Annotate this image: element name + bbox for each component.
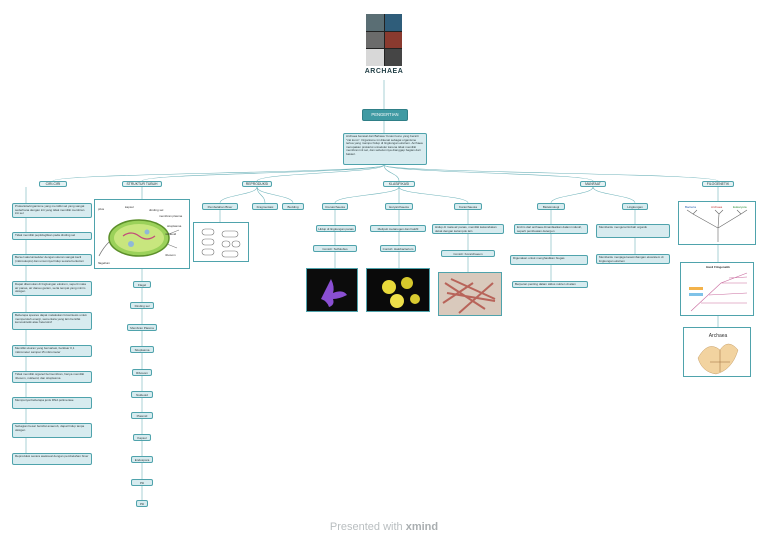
archaea-collage-image <box>366 14 402 66</box>
connector-line <box>383 164 594 182</box>
fission-illustration <box>201 228 241 258</box>
korarchaeum-illustration <box>442 278 496 314</box>
manfaat-item[interactable]: Berperan penting dalam siklus nutrien di… <box>512 281 588 288</box>
footer-prefix: Presented with <box>329 521 406 533</box>
cell-label: nukleoid <box>165 232 177 236</box>
struktur-item[interactable]: Ribosom <box>132 369 152 376</box>
phylogenetic-tree-image: Hasil Filogenetik <box>680 262 754 316</box>
klasifikasi-desc[interactable]: Meliputi metanogen dan halofil <box>370 225 426 232</box>
tree-title: Hasil Filogenetik <box>706 265 730 269</box>
pengertian-topic[interactable]: PENGERTIAN <box>362 109 408 121</box>
reproduksi-item[interactable]: Fragmentasi <box>252 203 278 210</box>
category-klasifikasi[interactable]: KLASIFIKASI <box>383 181 415 187</box>
presented-with-footer: Presented with xmind <box>0 521 768 533</box>
category-struktur[interactable]: STRUKTUR TUBUH <box>122 181 162 187</box>
connector-line <box>383 164 400 182</box>
sulfolobus-image <box>306 268 358 312</box>
halobacterium-image <box>366 268 430 312</box>
connector-line <box>383 164 719 182</box>
struktur-item[interactable]: Pili <box>131 479 153 486</box>
connector-line <box>592 186 636 204</box>
klasifikasi-desc[interactable]: Hidup di lingkungan panas dan asam <box>316 225 356 232</box>
klasifikasi-group[interactable]: Korarchaeota <box>454 203 482 210</box>
manfaat-item[interactable]: Digunakan untuk menghasilkan biogas <box>510 255 588 265</box>
struktur-item[interactable]: Sitoplasma <box>130 346 154 353</box>
ciri-item[interactable]: Bersel satu/uniseluler dengan ukuran san… <box>12 254 92 266</box>
klasifikasi-group[interactable]: Euryarchaeota <box>385 203 413 210</box>
korarchaeum-image <box>438 272 502 316</box>
cell-label: kapsul <box>125 205 134 209</box>
klasifikasi-group[interactable]: Crenarchaeota <box>322 203 348 210</box>
struktur-item[interactable]: Kapsul <box>133 434 151 441</box>
manfaat-item[interactable]: Membantu mengurai limbah organik <box>596 224 670 238</box>
archaea-cell-diagram: pilus kapsul dinding sel membran plasma … <box>94 199 190 269</box>
pengertian-text[interactable]: Archaea berasal dari Bahasa Yunani kuno … <box>343 133 427 165</box>
tree-of-life-illustration: Bacteria Archaea Eukaryota <box>685 205 748 242</box>
connector-line <box>141 164 385 182</box>
reproduksi-item[interactable]: Pembelahan Biner <box>202 203 238 210</box>
cell-illustration: pilus kapsul dinding sel membran plasma … <box>98 205 183 265</box>
cell-label: membran plasma <box>159 214 183 218</box>
reproduksi-item[interactable]: Budding <box>282 203 304 210</box>
struktur-item[interactable]: Endospora <box>131 456 153 463</box>
cell-label: ribosom <box>165 253 176 257</box>
archaea-tree-illustration: Archaea <box>697 333 739 375</box>
halobacterium-illustration <box>382 277 420 308</box>
archaea-tree-image: Archaea <box>683 327 751 377</box>
xmind-brand: xmind <box>405 521 439 533</box>
ciri-item[interactable]: Tidak memiliki organel bermembran, hanya… <box>12 371 92 383</box>
connector-line <box>256 186 266 204</box>
ciri-item[interactable]: Reproduksi secara aseksual dengan pembel… <box>12 453 92 465</box>
binary-fission-diagram <box>193 222 249 262</box>
klasifikasi-example[interactable]: Contoh: Halobacterium <box>380 245 416 252</box>
connector-line <box>256 164 385 182</box>
connector-line <box>550 186 594 204</box>
cell-label: dinding sel <box>149 208 164 212</box>
ciri-item[interactable]: Sebagian besar bersifat anaerob, dapat h… <box>12 423 92 438</box>
struktur-item[interactable]: Dinding sel <box>130 302 154 309</box>
struktur-item[interactable]: Flagel <box>133 281 151 288</box>
sulfolobus-illustration <box>321 279 347 307</box>
tree-label: Eukaryota <box>733 205 747 209</box>
klasifikasi-example[interactable]: Contoh: Sulfolobus <box>313 245 357 252</box>
category-manfaat[interactable]: MANFAAT <box>580 181 606 187</box>
tree-title: Archaea <box>709 333 728 339</box>
connector-line <box>256 186 294 204</box>
klasifikasi-example[interactable]: Contoh: Korarchaeum <box>441 250 495 257</box>
category-ciri[interactable]: CIRI-CIRI <box>39 181 67 187</box>
struktur-item[interactable]: Membran Plasma <box>127 324 157 331</box>
category-filogenetik[interactable]: FILOGENETIK <box>702 181 734 187</box>
cell-label: pilus <box>98 207 105 211</box>
cell-label: flagellum <box>98 261 111 265</box>
connector-line <box>219 186 258 204</box>
connector-line <box>334 186 400 204</box>
tree-label: Bacteria <box>685 205 696 209</box>
ciri-item[interactable]: Beberapa spesies dapat melakukan fotosin… <box>12 312 92 330</box>
tree-of-life-image: Bacteria Archaea Eukaryota <box>678 201 756 245</box>
ciri-item[interactable]: Memiliki ukuran yang bervariasi, berkisa… <box>12 345 92 357</box>
ciri-item[interactable]: Tidak memiliki peptidoglikan pada dindin… <box>12 232 92 240</box>
manfaat-item[interactable]: Enzim dari archaea dimanfaatkan dalam in… <box>514 224 588 234</box>
klasifikasi-desc[interactable]: Hidup di mata air panas, memiliki kekera… <box>432 224 504 234</box>
connector-line <box>398 186 469 204</box>
root-title[interactable]: ARCHAEA <box>364 68 404 75</box>
ciri-item[interactable]: Prokariota/organisme yang memiliki sel y… <box>12 203 92 218</box>
cell-label: sitoplasma <box>167 224 182 228</box>
struktur-item[interactable]: Plasmid <box>131 412 153 419</box>
manfaat-group[interactable]: Bioteknologi <box>537 203 565 210</box>
connector-line <box>52 164 385 182</box>
ciri-item[interactable]: Mempunyai beberapa jenis RNA polimerase <box>12 397 92 409</box>
tree-label: Archaea <box>711 205 723 209</box>
ciri-item[interactable]: Dapat ditemukan di lingkungan ekstrem, s… <box>12 281 92 296</box>
phylogenetic-tree-illustration: Hasil Filogenetik <box>689 265 748 312</box>
manfaat-item[interactable]: Membantu menjaga keseimbangan ekosistem … <box>596 254 670 264</box>
struktur-item[interactable]: Pili <box>136 500 148 507</box>
manfaat-group[interactable]: Lingkungan <box>622 203 648 210</box>
struktur-item[interactable]: Nukleoid <box>131 391 153 398</box>
category-reproduksi[interactable]: REPRODUKSI <box>242 181 272 187</box>
